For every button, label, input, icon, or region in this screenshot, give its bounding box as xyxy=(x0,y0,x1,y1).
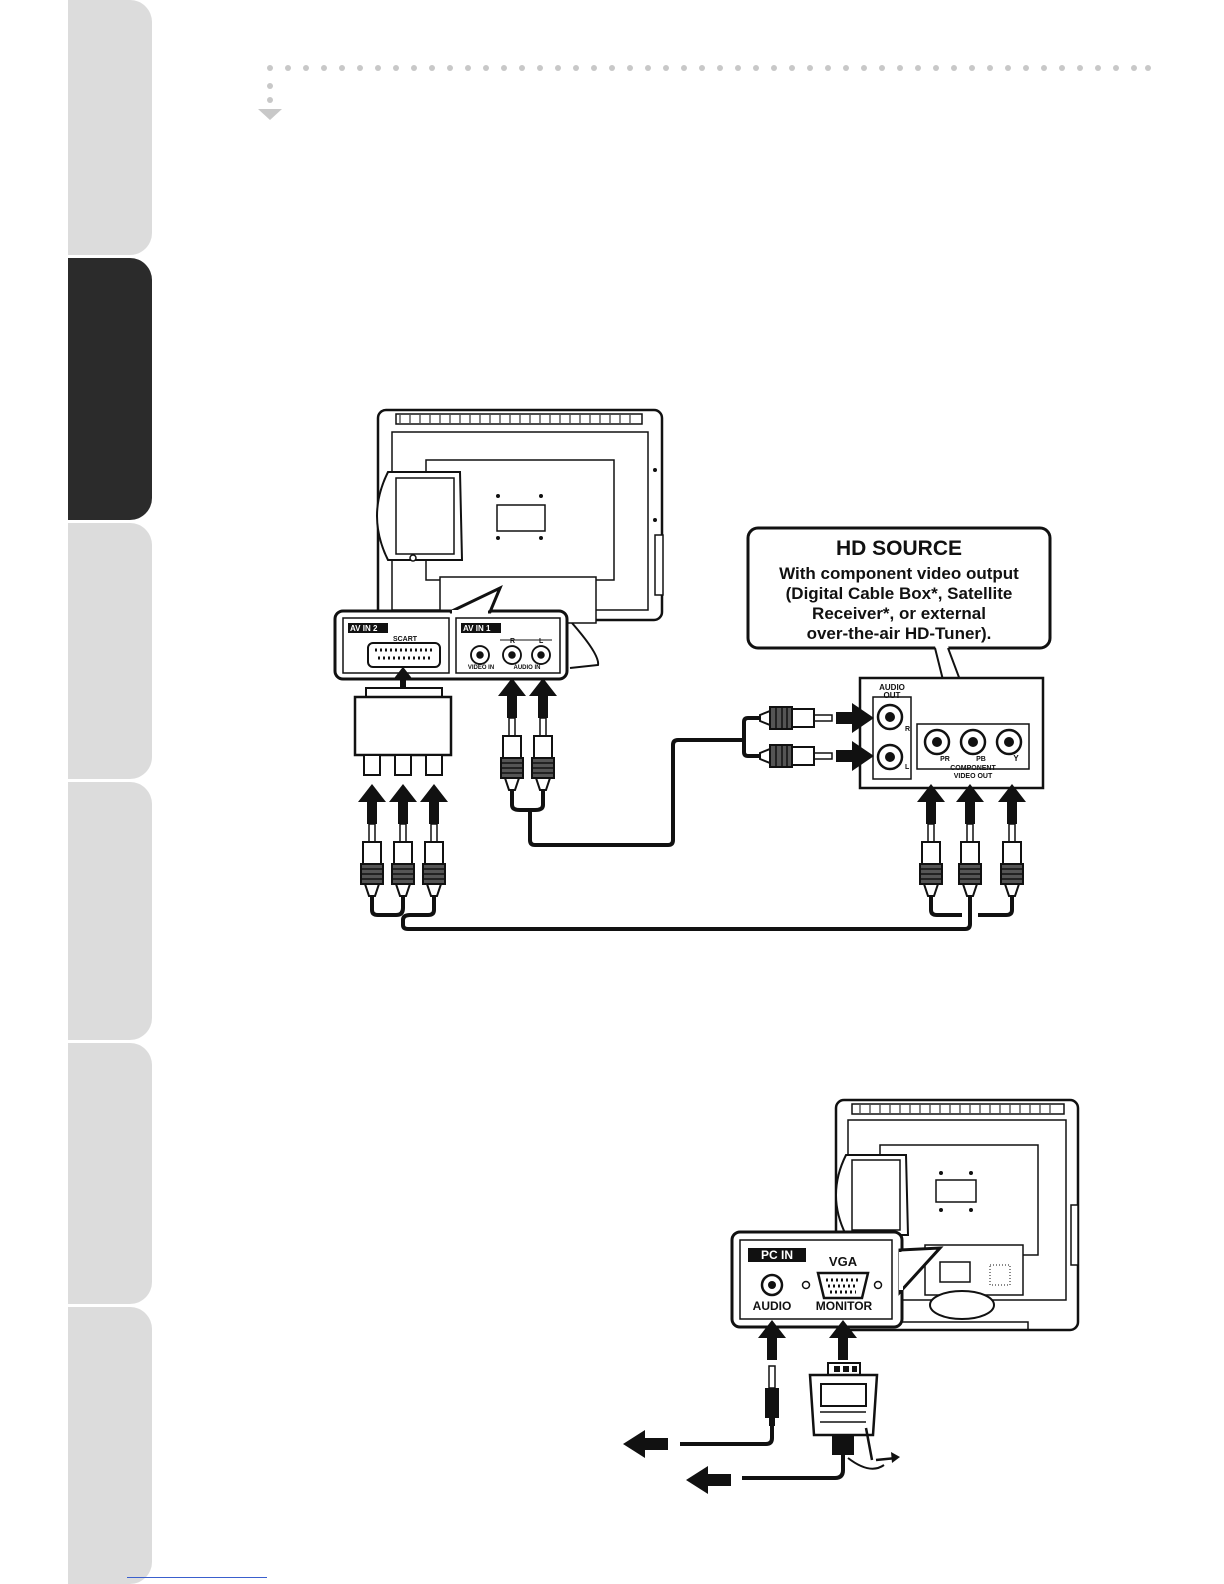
audio-plugs-tv-side xyxy=(498,678,557,790)
hd-source-line-2: (Digital Cable Box*, Satellite xyxy=(786,584,1013,603)
component-plugs-tv-side xyxy=(358,784,448,896)
scart-adapter xyxy=(355,667,451,775)
audio-in-label: AUDIO IN xyxy=(514,665,541,671)
pc-cables xyxy=(623,1320,900,1494)
dotted-header-line xyxy=(267,65,1151,103)
av-in-2-label: AV IN 2 xyxy=(350,624,378,633)
source-r-label: R xyxy=(905,726,910,733)
hd-source-title: HD SOURCE xyxy=(836,537,962,560)
pr-label: PR xyxy=(940,756,950,763)
pb-label: PB xyxy=(976,756,986,763)
audio-r-label: R xyxy=(510,638,515,645)
vga-label: VGA xyxy=(829,1254,858,1269)
component-plugs-source-side xyxy=(917,784,1026,896)
audio-out-label-2: OUT xyxy=(884,691,901,700)
audio-plugs-source-side xyxy=(760,703,874,771)
component-label-2: VIDEO OUT xyxy=(954,773,993,780)
av-in-1-label: AV IN 1 xyxy=(463,624,491,633)
scart-label: SCART xyxy=(393,636,418,643)
hd-source-line-1: With component video output xyxy=(779,564,1019,583)
audio-l-label: L xyxy=(539,638,544,645)
hd-source-line-4: over-the-air HD-Tuner). xyxy=(807,624,992,643)
source-l-label: L xyxy=(905,764,910,771)
video-in-label: VIDEO IN xyxy=(468,665,494,671)
audio-label: AUDIO xyxy=(753,1299,792,1313)
y-label: Y xyxy=(1013,754,1019,763)
component-label-1: COMPONENT xyxy=(950,765,996,772)
arrow-down-icon xyxy=(258,109,282,120)
footer-link-underline xyxy=(127,1577,267,1578)
monitor-label: MONITOR xyxy=(816,1299,873,1313)
hd-source-line-3: Receiver*, or external xyxy=(812,604,986,623)
pc-in-label: PC IN xyxy=(761,1248,793,1262)
